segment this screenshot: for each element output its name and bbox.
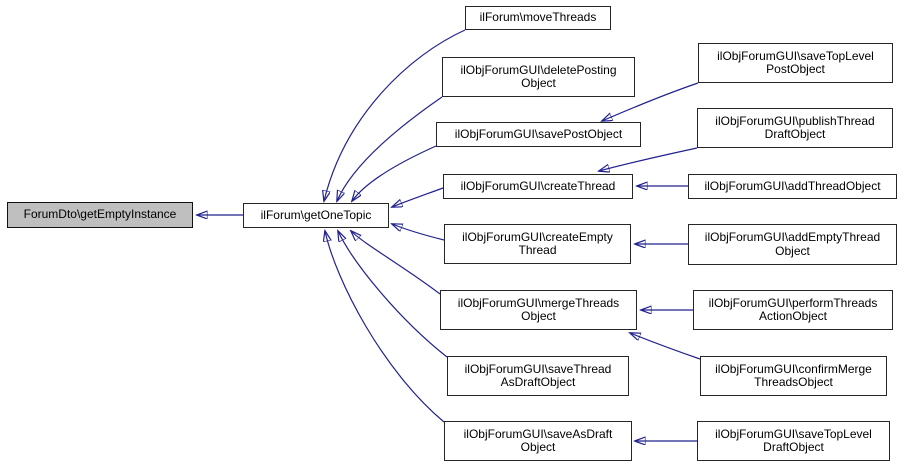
node-ilforum-movethreads[interactable]: ilForum\moveThreads bbox=[465, 6, 611, 30]
node-savepost-object[interactable]: ilObjForumGUI\savePostObject bbox=[436, 122, 641, 147]
node-label-line2: Object bbox=[520, 440, 556, 454]
edge-saveAsDraftObject-getOneTopic bbox=[325, 231, 445, 423]
edge-publishThreadDraftObject-createThread bbox=[599, 147, 698, 171]
edge-createThread-getOneTopic bbox=[392, 187, 444, 207]
node-label: ilObjForumGUI\saveTopLevel bbox=[717, 48, 874, 63]
node-label: ilObjForumGUI\mergeThreads bbox=[457, 295, 620, 310]
node-label: ilObjForumGUI\savePostObject bbox=[454, 126, 623, 141]
node-savetoplevel-postobject[interactable]: ilObjForumGUI\saveTopLevel PostObject bbox=[698, 43, 893, 83]
node-publishthread-draftobject[interactable]: ilObjForumGUI\publishThread DraftObject bbox=[697, 108, 893, 148]
node-saveasdraft-object[interactable]: ilObjForumGUI\saveAsDraft Object bbox=[444, 421, 632, 461]
node-label: ilObjForumGUI\confirmMerge bbox=[715, 361, 872, 376]
edge-mergeThreadsObject-getOneTopic bbox=[351, 231, 441, 295]
node-label-line2: DraftObject bbox=[764, 127, 826, 141]
node-savethread-asdraft-object[interactable]: ilObjForumGUI\saveThread AsDraftObject bbox=[447, 356, 629, 396]
node-addthread-object[interactable]: ilObjForumGUI\addThreadObject bbox=[688, 174, 897, 199]
node-label-line2: AsDraftObject bbox=[500, 375, 576, 389]
node-label: ilObjForumGUI\saveThread bbox=[464, 361, 612, 376]
node-label: ilObjForumGUI\addEmptyThread bbox=[704, 230, 881, 244]
node-createempty-thread[interactable]: ilObjForumGUI\createEmpty Thread bbox=[444, 224, 631, 264]
edge-moveThreads-getOneTopic bbox=[324, 29, 466, 201]
node-confirmmerge-threadsobject[interactable]: ilObjForumGUI\confirmMerge ThreadsObject bbox=[700, 356, 887, 396]
node-label: ilObjForumGUI\performThreads bbox=[708, 295, 878, 310]
node-createthread[interactable]: ilObjForumGUI\createThread bbox=[443, 174, 633, 199]
node-label-line2: Object bbox=[775, 243, 810, 258]
node-label: ilForum\getOneTopic bbox=[260, 207, 372, 222]
node-label: ilObjForumGUI\createThread bbox=[460, 178, 616, 193]
node-label: ilObjForumGUI\createEmpty bbox=[462, 229, 613, 244]
edge-saveTopLevelPostObject-savePostObject bbox=[602, 82, 699, 121]
node-label: ilObjForumGUI\publishThread bbox=[715, 113, 875, 128]
node-label: ForumDto\getEmptyInstance bbox=[23, 207, 177, 222]
node-mergethreads-object[interactable]: ilObjForumGUI\mergeThreads Object bbox=[440, 290, 637, 330]
node-label-line2: Object bbox=[521, 76, 556, 90]
node-ilforum-getonetopic[interactable]: ilForum\getOneTopic bbox=[243, 203, 389, 228]
edge-saveThreadAsDraftObject-getOneTopic bbox=[338, 231, 448, 358]
node-label-line2: ThreadsObject bbox=[754, 375, 833, 389]
edge-confirmMergeThreadsObject-mergeThreadsObject bbox=[630, 333, 701, 360]
node-label: ilObjForumGUI\saveTopLevel bbox=[715, 426, 872, 441]
node-label-line2: Object bbox=[521, 309, 556, 323]
node-label: ilObjForumGUI\deletePosting bbox=[460, 62, 617, 77]
node-deleteposting-object[interactable]: ilObjForumGUI\deletePosting Object bbox=[442, 57, 635, 97]
node-label-line2: DraftObject bbox=[763, 440, 824, 454]
edge-savePostObject-getOneTopic bbox=[352, 145, 437, 201]
node-savetopleveldraft-object[interactable]: ilObjForumGUI\saveTopLevel DraftObject bbox=[697, 421, 890, 461]
node-label: ilForum\moveThreads bbox=[479, 10, 597, 25]
edge-createEmptyThread-getOneTopic bbox=[392, 224, 445, 241]
node-label-line2: ActionObject bbox=[758, 309, 828, 323]
node-forumdto-getemptyinstance[interactable]: ForumDto\getEmptyInstance bbox=[7, 202, 193, 228]
node-addemptythread-object[interactable]: ilObjForumGUI\addEmptyThread Object bbox=[688, 224, 897, 265]
edge-deletePostingObject-getOneTopic bbox=[337, 96, 443, 201]
node-label: ilObjForumGUI\addThreadObject bbox=[704, 178, 881, 193]
node-performthreads-actionobject[interactable]: ilObjForumGUI\performThreads ActionObjec… bbox=[693, 290, 893, 330]
node-label: ilObjForumGUI\saveAsDraft bbox=[463, 426, 613, 441]
node-label-line2: PostObject bbox=[766, 62, 825, 76]
node-label-line2: Thread bbox=[518, 243, 557, 257]
